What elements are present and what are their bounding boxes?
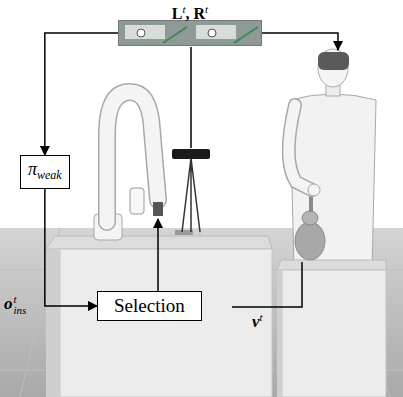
process-box: πweak — [20, 155, 70, 189]
display-arrow — [262, 33, 338, 50]
math-text: t — [182, 0, 185, 18]
haptic-device — [295, 222, 325, 260]
human-hand — [308, 184, 320, 196]
camera-image — [119, 21, 190, 45]
math-text: L — [172, 5, 183, 23]
vr-headset — [318, 52, 349, 70]
camera-tripod — [182, 158, 200, 232]
camera-wire — [190, 47, 192, 148]
math-text: t — [14, 294, 27, 305]
image-heading: Lt,Rt — [118, 0, 262, 20]
math-text: , — [186, 5, 190, 23]
human-arm-outline — [289, 105, 312, 190]
table-front — [60, 249, 272, 397]
image-object — [208, 29, 216, 37]
human-arm — [289, 105, 312, 190]
table-side — [277, 270, 282, 397]
table-top — [46, 236, 272, 249]
table-top — [277, 260, 386, 270]
operator-command-symbol: vt — [252, 311, 263, 332]
stereo-image — [119, 21, 261, 45]
math-text: Selection — [114, 295, 185, 317]
image-object — [137, 29, 145, 37]
robot-gripper — [153, 202, 163, 216]
camera-image — [190, 21, 261, 45]
haptic-device — [302, 211, 318, 225]
table-side — [46, 249, 60, 397]
image-highlight — [196, 25, 236, 39]
process-box: Selection — [97, 291, 202, 321]
human-head — [318, 49, 348, 87]
table-front — [282, 270, 386, 397]
flow-connector — [45, 33, 118, 155]
operator-wire — [232, 262, 302, 307]
robot-arm-outline — [107, 92, 158, 222]
math-text: v — [252, 313, 260, 332]
stereo-camera — [172, 149, 210, 159]
math-text: R — [194, 5, 206, 23]
math-text: π — [28, 159, 37, 180]
observation-symbol: otins — [4, 294, 26, 316]
math-text: weak — [37, 169, 62, 183]
image-highlight — [125, 25, 165, 39]
stereo-image-node: Lt,Rt — [118, 0, 262, 46]
math-text: ins — [14, 305, 27, 316]
math-text: t — [205, 0, 208, 18]
peg-object — [130, 188, 144, 214]
robot-arm — [107, 92, 158, 222]
math-text: t — [260, 311, 263, 323]
flow-connector — [45, 189, 97, 306]
stereo-image-pair — [118, 20, 262, 46]
image-green-line — [234, 27, 258, 43]
math-text: o — [4, 295, 13, 314]
script-stack: tins — [14, 294, 27, 316]
command-arrow — [157, 219, 159, 291]
image-green-line — [163, 27, 187, 43]
